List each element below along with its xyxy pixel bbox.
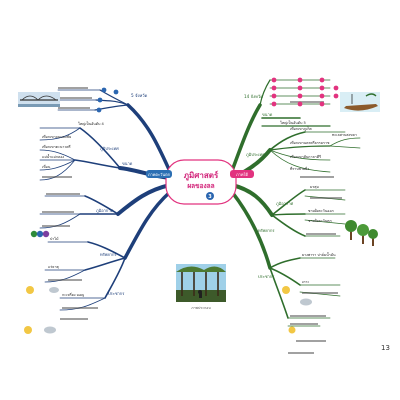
right-branches bbox=[228, 79, 361, 327]
right-climate-head: ภูมิอากาศ bbox=[276, 201, 294, 207]
right-annotation-bars bbox=[288, 101, 342, 354]
left-geo-head: ภูมิประเทศ bbox=[100, 146, 119, 152]
left-rivers: แม่น้ำแม่กลอง bbox=[42, 154, 64, 159]
forest-photo bbox=[176, 264, 226, 302]
right-branch-tag: ภาคใต้ bbox=[236, 172, 249, 177]
center-node: ภาคตะวันตก ภาคใต้ ภูมิศาสตร์ ผลของลล 3 bbox=[146, 159, 254, 205]
right-mountains3: เทือกเขาสันกาลาคีรี bbox=[290, 154, 321, 159]
right-people-head: ประชากร bbox=[258, 274, 275, 279]
left-number-badges bbox=[96, 87, 119, 113]
left-branches bbox=[39, 89, 174, 311]
left-dams: เขื่อน bbox=[42, 164, 51, 169]
left-area-head: ขนาด bbox=[122, 161, 133, 166]
right-resources-head: ทรัพยากร bbox=[258, 228, 275, 233]
bridge-illustration bbox=[18, 92, 60, 107]
left-annotation-bars bbox=[42, 87, 98, 320]
page-number: 13 bbox=[381, 344, 390, 352]
left-people-head: ประชากร bbox=[108, 291, 125, 296]
left-mountains2: เทือกเขาตะนาวศรี bbox=[42, 144, 71, 149]
right-area-head: ขนาด bbox=[262, 112, 273, 117]
left-mountains: เทือกเขาถนนธงชัย bbox=[42, 134, 71, 139]
center-badge: 3 bbox=[208, 194, 212, 200]
left-climate-head: ภูมิอากาศ bbox=[96, 208, 114, 214]
right-text-lines: 14 จังหวัด ขนาด ใหญ่เป็นอันดับ 5 ภูมิประ… bbox=[244, 94, 357, 284]
right-mountains: เทือกเขาภูเก็ต bbox=[290, 125, 312, 131]
left-provinces-head: 5 จังหวัด bbox=[131, 93, 148, 98]
right-coast2: ชายฝั่งตะวันตก bbox=[308, 218, 332, 223]
right-province-tags bbox=[271, 77, 339, 107]
photo-caption: ภาพประกอบ bbox=[191, 306, 211, 310]
left-forest: ป่าไม้ bbox=[50, 236, 59, 241]
left-people-text: กะเหรี่ยง มอญ bbox=[62, 292, 84, 297]
left-area-text: ใหญ่เป็นอันดับ 4 bbox=[78, 120, 105, 126]
right-islands: เกาะ bbox=[302, 280, 309, 284]
left-text-lines: 5 จังหวัด ขนาด ใหญ่เป็นอันดับ 4 ภูมิประเ… bbox=[42, 93, 148, 297]
center-title-line1: ภูมิศาสตร์ bbox=[184, 170, 219, 181]
right-people-text: ยางพารา ปาล์มน้ำมัน bbox=[302, 252, 336, 257]
right-geo-head: ภูมิประเทศ bbox=[246, 152, 265, 158]
left-small-icons bbox=[24, 230, 59, 334]
boat-illustration bbox=[340, 92, 380, 112]
right-climate-text: มรสุม bbox=[310, 185, 319, 190]
right-coast: ชายฝั่งตะวันออก bbox=[308, 208, 334, 213]
right-mountains2: เทือกเขานครศรีธรรมราช bbox=[290, 140, 330, 145]
left-branch-tag: ภาคตะวันตก bbox=[148, 172, 171, 177]
right-plains: ที่ราบชายฝั่ง bbox=[290, 166, 309, 171]
left-minerals: แร่ธาตุ bbox=[48, 265, 59, 270]
right-area-text: ใหญ่เป็นอันดับ 5 bbox=[280, 119, 306, 125]
right-weather-icons bbox=[282, 286, 312, 334]
right-lake: ทะเลสาบสงขลา bbox=[332, 133, 357, 137]
center-title-line2: ผลของลล bbox=[187, 182, 214, 190]
right-provinces-head: 14 จังหวัด bbox=[244, 94, 263, 99]
trees-illustration bbox=[345, 220, 378, 246]
left-resources-head: ทรัพยากร bbox=[100, 252, 117, 257]
